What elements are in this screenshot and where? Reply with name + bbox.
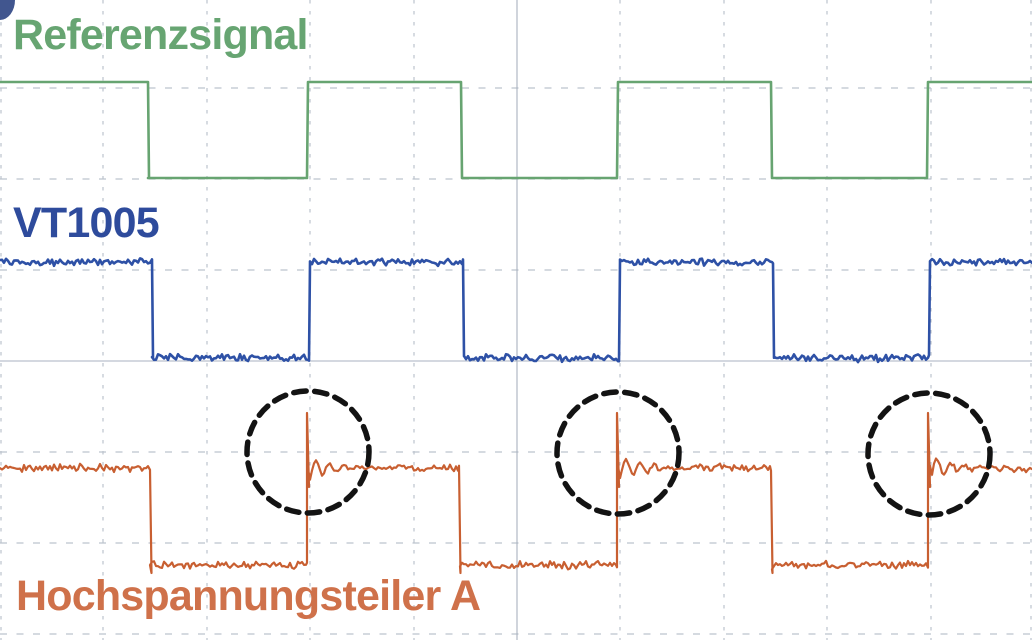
label-vt1005: VT1005 (13, 199, 160, 247)
label-referenzsignal: Referenzsignal (13, 11, 308, 59)
label-hochspannungsteiler-a: Hochspannungsteiler A (16, 572, 481, 620)
